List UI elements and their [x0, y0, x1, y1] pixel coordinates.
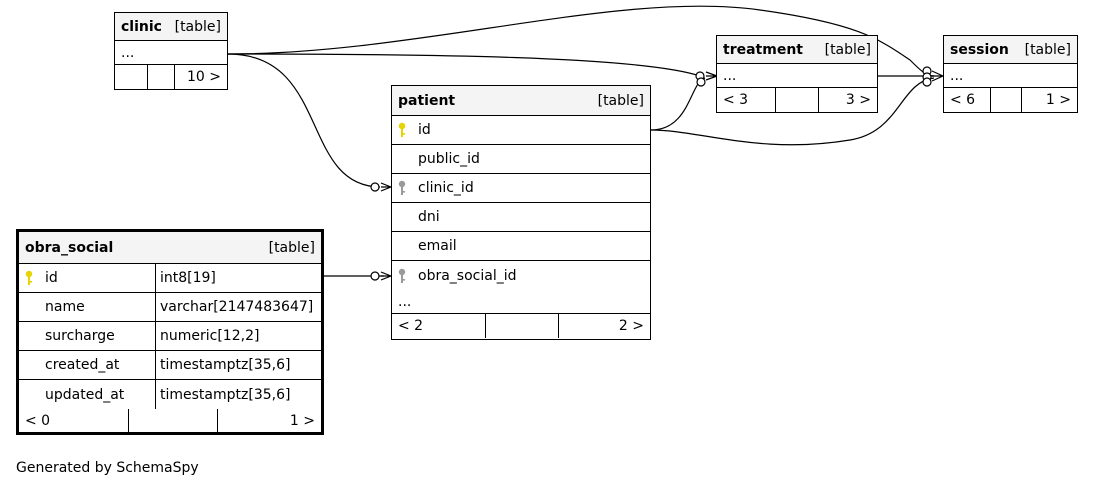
foreign-key-icon [392, 180, 412, 196]
table-name: clinic [121, 18, 162, 35]
column-name: public_id [418, 151, 480, 167]
ellipsis-row: ... [115, 41, 227, 65]
footer-mid [147, 65, 175, 89]
column-name: email [418, 238, 457, 254]
table-footer: 10 > [115, 65, 227, 89]
edge-clinic-session [227, 5, 935, 77]
table-name: patient [398, 92, 456, 109]
foreign-key-icon [392, 268, 412, 284]
table-header: obra_social [table] [19, 232, 321, 264]
footer-left: < 0 [25, 413, 51, 429]
footer-mid [990, 88, 1022, 112]
table-footer: < 6 1 > [944, 88, 1077, 112]
ellipsis-row: ... [944, 64, 1077, 88]
column-name: clinic_id [418, 180, 474, 196]
footer-left: < 6 [950, 92, 976, 108]
table-name: obra_social [25, 239, 114, 256]
optional-marker [370, 271, 380, 281]
edge-clinic-patient [227, 53, 381, 188]
footer-right: 1 > [1045, 92, 1071, 108]
table-obra-social[interactable]: obra_social [table] id int8[19] name varcha… [16, 229, 324, 435]
column-row[interactable]: surcharge numeric[12,2] [19, 322, 321, 351]
table-kind: [table] [174, 18, 221, 35]
table-kind: [table] [268, 239, 315, 256]
table-treatment[interactable]: treatment [table] ... < 3 3 > [716, 35, 878, 113]
column-row[interactable]: updated_at timestamptz[35,6] [19, 380, 321, 409]
table-clinic[interactable]: clinic [table] ... 10 > [114, 12, 228, 90]
column-name: obra_social_id [418, 267, 517, 284]
crowfoot-patient-clinic [380, 182, 392, 192]
column-name: name [45, 299, 85, 315]
column-name: dni [418, 209, 440, 225]
edge-patient-session [650, 77, 935, 146]
ellipsis-row: ... [717, 64, 877, 88]
footer-left: < 2 [398, 318, 424, 334]
optional-marker [696, 77, 706, 87]
crowfoot-patient-obrasocial [380, 271, 392, 281]
column-type: timestamptz[35,6] [155, 351, 290, 379]
column-row[interactable]: id [392, 116, 650, 145]
column-type: varchar[2147483647] [155, 293, 313, 321]
table-kind: [table] [824, 41, 871, 58]
column-row[interactable]: clinic_id [392, 174, 650, 203]
column-name: id [45, 270, 58, 286]
footer-mid [485, 314, 559, 338]
column-row[interactable]: email [392, 232, 650, 261]
table-name: treatment [723, 41, 803, 58]
column-row[interactable]: id int8[19] [19, 264, 321, 293]
column-row[interactable]: created_at timestamptz[35,6] [19, 351, 321, 380]
column-name: updated_at [45, 386, 125, 403]
table-header: patient [table] [392, 86, 650, 116]
edge-clinic-treatment [227, 53, 701, 77]
column-row[interactable]: public_id [392, 145, 650, 174]
column-name: created_at [45, 357, 120, 373]
footer-mid [128, 409, 218, 433]
footer-right: 3 > [845, 92, 871, 108]
table-footer: < 0 1 > [19, 409, 321, 433]
ellipsis: ... [121, 44, 135, 61]
table-session[interactable]: session [table] ... < 6 1 > [943, 35, 1078, 113]
column-name: surcharge [45, 328, 115, 344]
optional-marker [922, 77, 932, 87]
column-type: timestamptz[35,6] [155, 380, 290, 409]
table-kind: [table] [1024, 41, 1071, 58]
ellipsis: ... [723, 67, 737, 84]
crowfoot-treatment [705, 71, 718, 81]
edge-patient-treatment [650, 77, 706, 131]
ellipsis: ... [950, 67, 964, 84]
table-footer: < 3 3 > [717, 88, 877, 112]
column-row[interactable]: obra_social_id [392, 261, 650, 290]
column-type: int8[19] [155, 264, 216, 292]
table-name: session [950, 41, 1009, 58]
table-footer: < 2 2 > [392, 314, 650, 338]
table-header: clinic [table] [115, 13, 227, 41]
table-header: treatment [table] [717, 36, 877, 64]
column-type: numeric[12,2] [155, 322, 259, 350]
crowfoot-session [931, 70, 944, 82]
column-row[interactable]: name varchar[2147483647] [19, 293, 321, 322]
footer-left [115, 65, 147, 89]
ellipsis-row: ... [392, 290, 650, 314]
footer-right: 1 > [289, 413, 315, 429]
column-row[interactable]: dni [392, 203, 650, 232]
ellipsis: ... [398, 293, 412, 310]
primary-key-icon [392, 122, 412, 138]
primary-key-icon [19, 270, 39, 286]
table-header: session [table] [944, 36, 1077, 64]
footer-mid [775, 88, 819, 112]
footer-right: 10 > [187, 69, 221, 85]
optional-marker [370, 182, 380, 192]
generator-caption: Generated by SchemaSpy [16, 460, 199, 476]
column-name: id [418, 122, 431, 138]
footer-right: 2 > [618, 318, 644, 334]
table-kind: [table] [597, 92, 644, 109]
footer-left: < 3 [723, 92, 749, 108]
